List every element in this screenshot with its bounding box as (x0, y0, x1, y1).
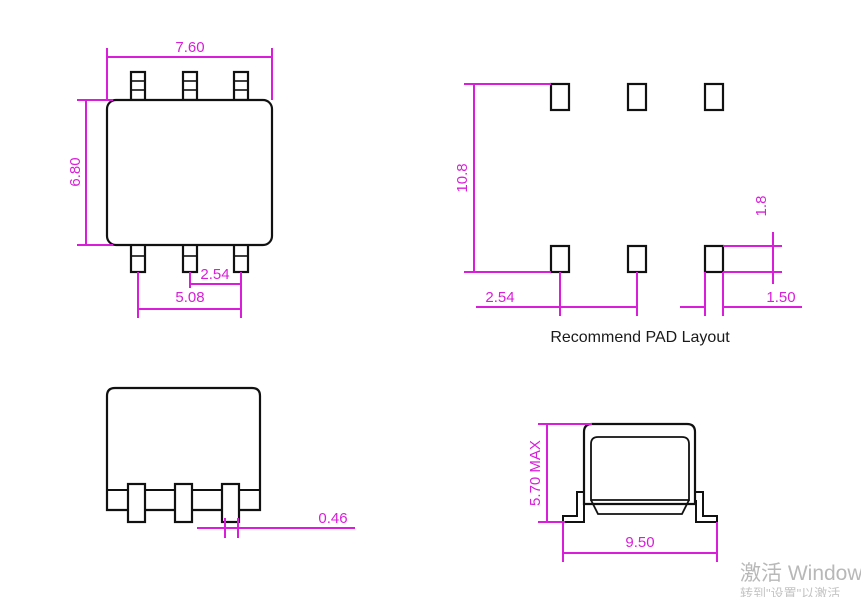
top-pitch-label: 2.54 (200, 266, 229, 283)
pad-width-label: 1.50 (766, 289, 795, 306)
top-pin-3 (232, 70, 250, 102)
side-lead-2 (173, 482, 194, 524)
end-view-body (582, 422, 697, 506)
pad-top-3 (703, 82, 725, 112)
watermark-line1: 激活 Window (740, 562, 861, 585)
side-lead-3 (220, 482, 241, 524)
pad-layout: 10.8 1.8 2.54 1.50 Recommend PAD Layout (454, 82, 802, 346)
end-height-label: 5.70 MAX (527, 440, 544, 506)
pad-length-label: 1.8 (753, 196, 770, 217)
top-view-body (105, 98, 274, 247)
pad-bottom-1 (549, 244, 571, 274)
top-span-label: 5.08 (175, 289, 204, 306)
top-height-label: 6.80 (67, 157, 84, 186)
side-view: 0.46 (105, 386, 355, 538)
top-width-label: 7.60 (175, 39, 204, 56)
pad-layout-title: Recommend PAD Layout (550, 329, 730, 346)
pad-bottom-2 (626, 244, 648, 274)
watermark-line2: 转到"设置"以激活 (740, 586, 840, 597)
pad-top-2 (626, 82, 648, 112)
end-width-label: 9.50 (625, 534, 654, 551)
pad-pitch-label: 2.54 (485, 289, 514, 306)
pad-height-label: 10.8 (454, 163, 471, 192)
top-pin-2 (181, 70, 199, 102)
top-view: 7.60 6.80 2.54 5.08 (67, 39, 274, 318)
bottom-pin-3 (232, 242, 250, 274)
side-lead-1 (126, 482, 147, 524)
activation-watermark: 激活 Window 转到"设置"以激活 (740, 562, 861, 597)
bottom-pin-1 (129, 242, 147, 274)
pad-top-1 (549, 82, 571, 112)
side-lead-width-label: 0.46 (318, 510, 347, 527)
top-pin-1 (129, 70, 147, 102)
end-view: 5.70 MAX 9.50 (527, 422, 718, 562)
side-view-body (105, 386, 262, 512)
bottom-pin-2 (181, 242, 199, 274)
pad-bottom-3 (703, 244, 725, 274)
